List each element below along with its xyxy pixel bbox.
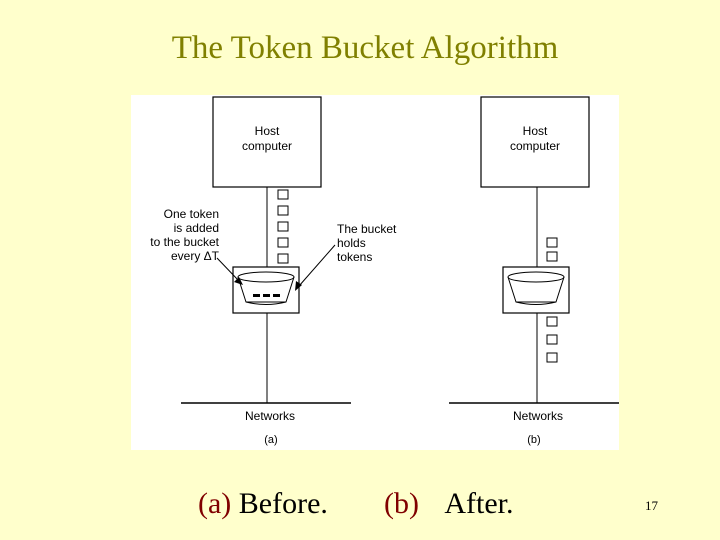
token-b-lower-1 — [546, 316, 558, 327]
network-label-a: Networks — [245, 409, 295, 423]
token-a-3 — [277, 221, 289, 232]
network-label-b: Networks — [513, 409, 563, 423]
token-b-lower-2 — [546, 334, 558, 345]
caption-a-text: Before. — [238, 487, 328, 520]
left-arrowhead — [234, 277, 243, 285]
host-label-b-line2: computer — [510, 139, 560, 153]
left-note-line2: is added — [174, 221, 219, 235]
sub-label-b: (b) — [527, 434, 540, 446]
token-a-2 — [277, 205, 289, 216]
host-label-a-line2: computer — [242, 139, 292, 153]
caption-b: (b) After. — [384, 487, 513, 521]
right-note-line1: The bucket — [337, 222, 397, 236]
token-b-lower-3 — [546, 352, 558, 363]
right-note-line2: holds — [337, 236, 366, 250]
token-a-5 — [277, 253, 289, 264]
token-b-upper-2 — [546, 251, 558, 262]
token-bucket-figure: Host computer — [131, 95, 619, 450]
caption-a: (a) Before. — [198, 487, 328, 521]
token-stack-a — [277, 189, 289, 264]
token-a-4 — [277, 237, 289, 248]
slide-number: 17 — [645, 498, 658, 513]
panel-b: Host computer Networks (b) — [449, 96, 619, 446]
bucket-token-a-3 — [273, 294, 280, 297]
left-note-line3: to the bucket — [150, 235, 219, 249]
host-label-a-line1: Host — [255, 124, 280, 138]
token-b-upper-1 — [546, 237, 558, 248]
right-arrowhead — [295, 281, 302, 291]
bucket-token-a-2 — [263, 294, 270, 297]
left-arrow — [216, 257, 240, 282]
right-arrow — [298, 244, 336, 287]
host-computer-box-a — [212, 96, 322, 188]
left-note-line1: One token — [164, 207, 219, 221]
caption-b-tag: (b) — [384, 487, 419, 520]
panel-a: Host computer — [150, 96, 397, 446]
token-a-1 — [277, 189, 289, 200]
right-note-line3: tokens — [337, 250, 372, 264]
host-label-b-line1: Host — [523, 124, 548, 138]
bucket-a — [237, 271, 295, 305]
sub-label-a: (a) — [264, 434, 277, 446]
bucket-b — [507, 271, 565, 305]
host-computer-box-b — [480, 96, 590, 188]
left-note-line4: every ΔT — [171, 249, 220, 263]
slide-title: The Token Bucket Algorithm — [171, 30, 559, 66]
caption-b-text: After. — [444, 487, 514, 520]
bucket-token-a-1 — [253, 294, 260, 297]
caption-a-tag: (a) — [198, 487, 232, 520]
